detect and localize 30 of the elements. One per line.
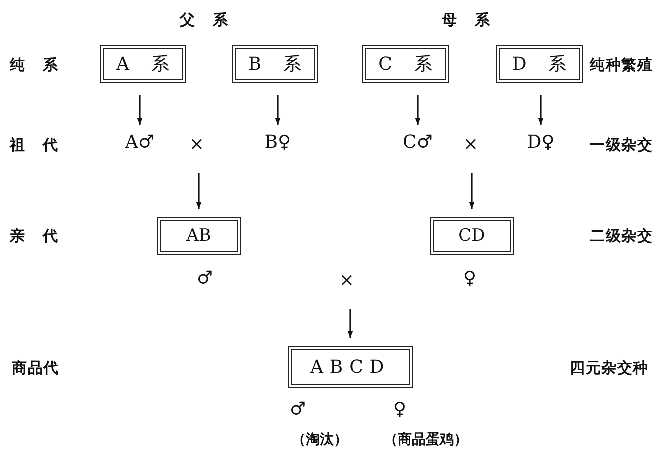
arrow (196, 173, 202, 209)
cross-sign: × (339, 271, 355, 291)
note-text: （淘汰） (292, 431, 348, 450)
column-heading: 父系 (180, 11, 246, 29)
arrow (469, 173, 475, 209)
method-label: 四元杂交种 (570, 359, 649, 377)
parent-label: A♂ (125, 133, 155, 153)
arrow (538, 95, 544, 125)
note-text: （商品蛋鸡） (384, 430, 468, 450)
parent-label: C♂ (403, 133, 433, 153)
sex-symbol: ♂ (290, 400, 306, 420)
sex-symbol: ♀ (393, 400, 407, 420)
arrow (275, 95, 281, 125)
sex-symbol: ♂ (196, 269, 214, 289)
method-label: 纯种繁殖 (590, 56, 653, 74)
arrow (137, 95, 143, 125)
cross-sign: × (463, 135, 479, 155)
parent-label: B♀ (264, 133, 292, 153)
method-label: 一级杂交 (590, 136, 653, 154)
cross-sign: × (189, 135, 205, 155)
arrow (348, 309, 354, 338)
row-label: 纯系 (10, 56, 76, 74)
column-heading: 母系 (442, 11, 508, 29)
row-label: 祖代 (10, 136, 76, 154)
row-label: 商品代 (12, 359, 60, 377)
arrow (415, 95, 421, 125)
row-label: 亲代 (10, 227, 76, 245)
method-label: 二级杂交 (590, 227, 653, 245)
parent-label: D♀ (527, 133, 555, 153)
sex-symbol: ♀ (463, 269, 477, 289)
